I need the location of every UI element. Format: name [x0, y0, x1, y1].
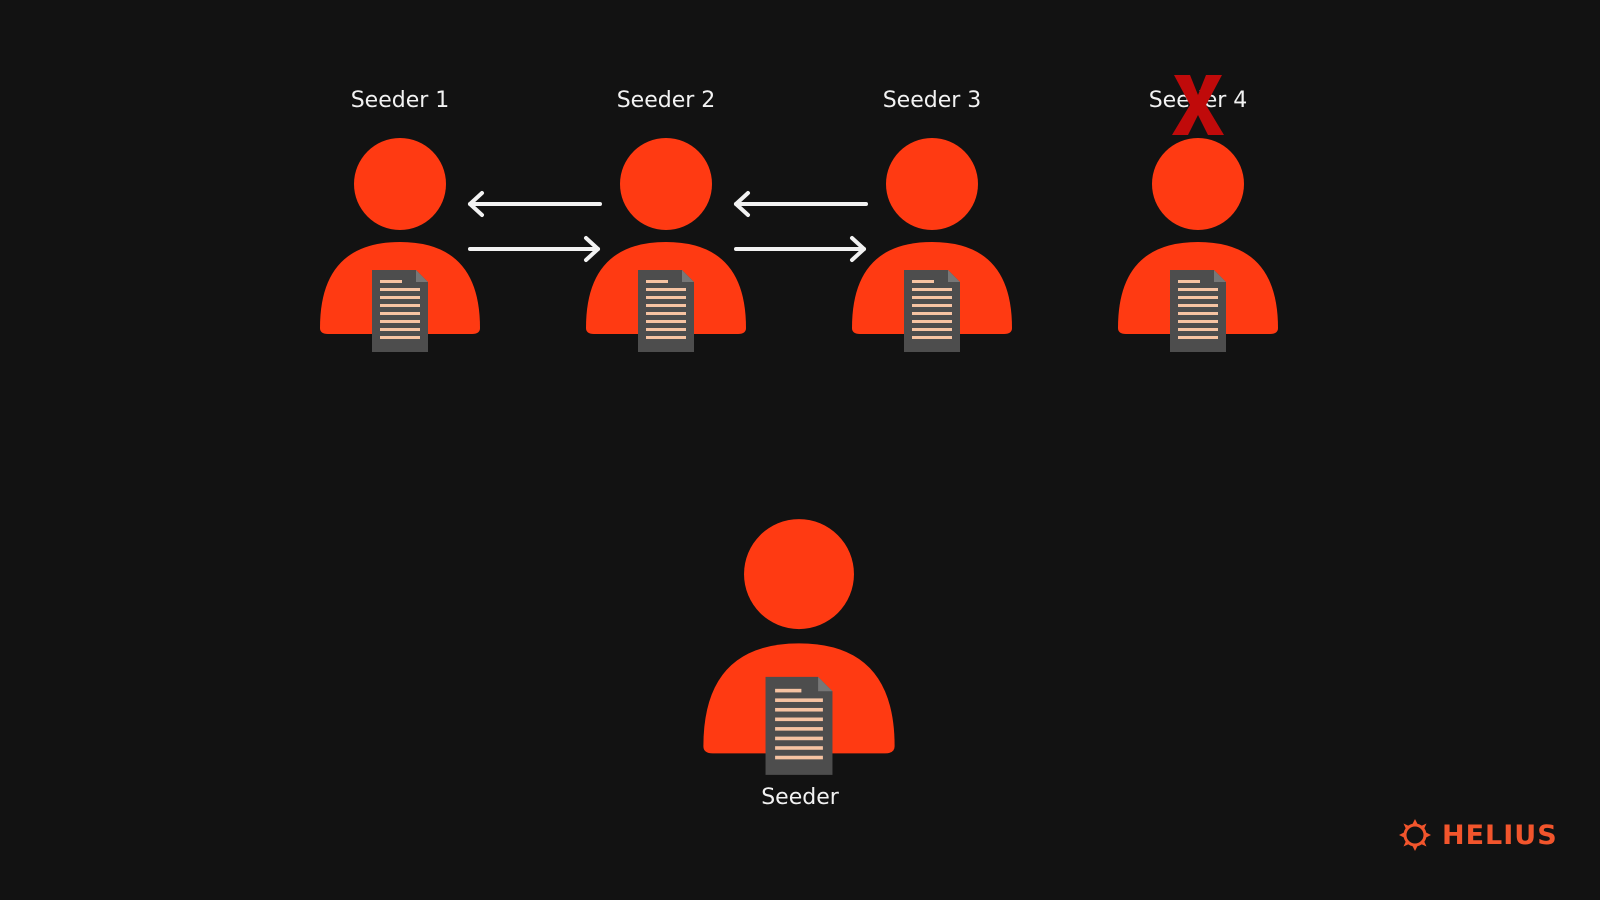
source-seeder-label: Seeder: [761, 785, 839, 810]
person-with-document-icon: [852, 138, 1012, 352]
document-icon: [372, 270, 428, 352]
arrow-seeder1-to-seeder2: [468, 236, 600, 262]
document-icon: [904, 270, 960, 352]
peer-seeder-4: [1116, 138, 1280, 352]
document-icon: [765, 676, 833, 775]
arrow-seeder2-to-seeder1: [468, 191, 602, 217]
peer-label-seeder-1: Seeder 1: [350, 88, 450, 113]
person-head: [620, 138, 712, 230]
peer-label-seeder-3: Seeder 3: [882, 88, 982, 113]
helius-logo-text: HELIUS: [1442, 819, 1558, 851]
arrow-seeder2-to-seeder3: [734, 236, 866, 262]
peer-label-seeder-2: Seeder 2: [616, 88, 716, 113]
person-with-document-icon: [586, 138, 746, 352]
person-with-document-icon: [320, 138, 480, 352]
document-icon: [1170, 270, 1226, 352]
document-icon: [638, 270, 694, 352]
arrow-seeder3-to-seeder2: [734, 191, 868, 217]
person-head: [354, 138, 446, 230]
helius-logo: HELIUS: [1398, 818, 1558, 852]
helius-logo-icon: [1399, 819, 1431, 851]
person-head: [1152, 138, 1244, 230]
person-head: [744, 519, 854, 630]
person-with-document-icon: [703, 519, 895, 775]
peer-seeder-3: [850, 138, 1014, 352]
person-with-document-icon: [1118, 138, 1278, 352]
person-head: [886, 138, 978, 230]
peer-seeder-2: [584, 138, 748, 352]
x-mark-icon: [1172, 75, 1224, 135]
peer-seeder-1: [318, 138, 482, 352]
source-seeder: [701, 519, 897, 775]
